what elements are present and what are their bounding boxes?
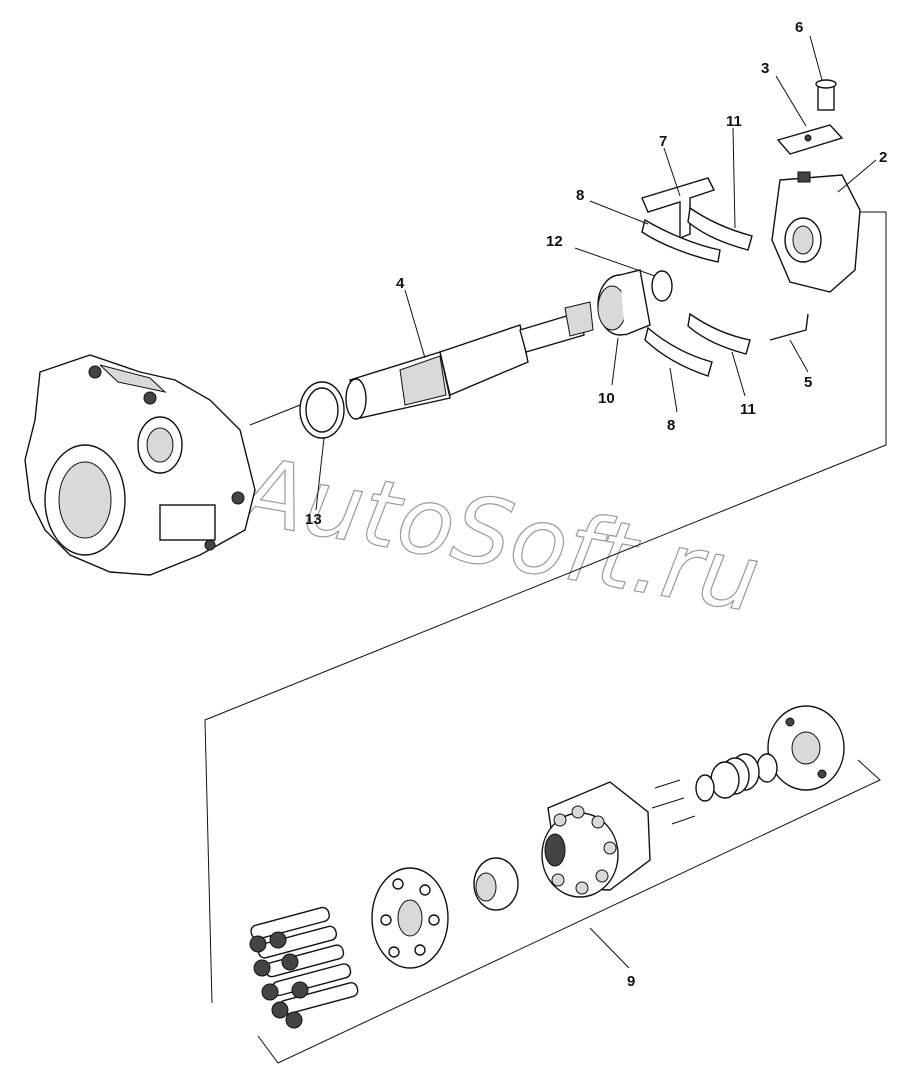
cradle-bearing-upper bbox=[589, 127, 753, 263]
callout-11-upper: 11 bbox=[726, 113, 742, 130]
callout-11-lower: 11 bbox=[740, 401, 756, 418]
circlip-12 bbox=[574, 247, 673, 302]
callout-9: 9 bbox=[627, 973, 635, 990]
valve-plate bbox=[756, 705, 845, 791]
assembly-frame-lines bbox=[204, 211, 887, 1064]
plate-3 bbox=[775, 75, 844, 155]
retainer-plate bbox=[371, 867, 449, 969]
swash-plate-2 bbox=[771, 159, 877, 293]
spring-assembly bbox=[695, 753, 760, 802]
pump-housing bbox=[24, 354, 256, 576]
bearing-shell-7 bbox=[641, 147, 715, 240]
screw-6 bbox=[809, 35, 837, 111]
callout-2: 2 bbox=[879, 149, 887, 166]
pins bbox=[651, 779, 696, 825]
callout-4: 4 bbox=[396, 275, 405, 292]
callout-6: 6 bbox=[795, 19, 803, 36]
cylinder-block bbox=[541, 781, 651, 898]
bearing-10 bbox=[597, 269, 651, 386]
drive-shaft-4 bbox=[345, 289, 594, 420]
leader-9 bbox=[589, 927, 630, 969]
callout-8-lower: 8 bbox=[667, 417, 675, 434]
cradle-bearing-lower bbox=[644, 312, 751, 413]
watermark-text: AutoSoft.ru bbox=[230, 436, 768, 633]
pin-5 bbox=[769, 313, 809, 373]
piston-set bbox=[249, 906, 359, 1029]
callout-7: 7 bbox=[659, 133, 667, 150]
callout-8-upper: 8 bbox=[576, 187, 584, 204]
callout-3: 3 bbox=[761, 60, 769, 77]
callout-5: 5 bbox=[804, 374, 812, 391]
callout-10: 10 bbox=[598, 390, 615, 407]
ball-guide bbox=[473, 857, 519, 911]
circlip-13 bbox=[299, 381, 345, 511]
callout-12: 12 bbox=[546, 233, 563, 250]
callout-13: 13 bbox=[305, 511, 322, 528]
